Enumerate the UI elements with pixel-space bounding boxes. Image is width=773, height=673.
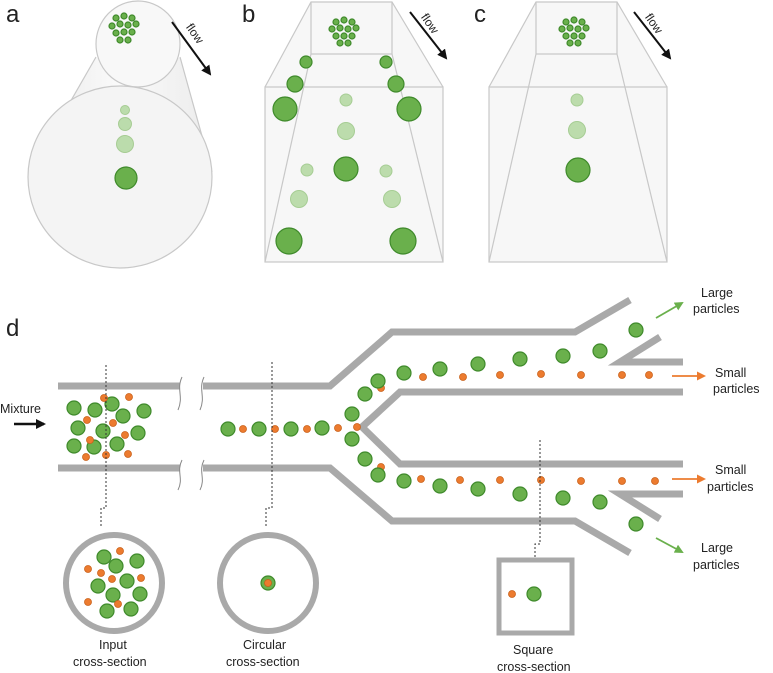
break-mark-left bbox=[177, 376, 183, 491]
panel-c: c flow bbox=[474, 1, 672, 263]
square-cross-section bbox=[496, 557, 575, 636]
panel-letter-d: d bbox=[6, 315, 19, 342]
box-front-face-c bbox=[488, 86, 668, 263]
box-front-face bbox=[264, 86, 444, 263]
circular-leader-line bbox=[265, 362, 273, 528]
particle-cluster-b bbox=[328, 16, 360, 47]
input-cross-section bbox=[63, 532, 165, 634]
circular-cross-section bbox=[217, 532, 319, 634]
outlet-splitter-top bbox=[607, 334, 683, 366]
flow-label-c: flow bbox=[642, 11, 666, 37]
large-particles-bottom-label-2: particles bbox=[693, 558, 740, 572]
panel-letter-c: c bbox=[474, 1, 486, 28]
mixture-label: Mixture bbox=[0, 402, 41, 416]
flow-label-b: flow bbox=[418, 11, 442, 37]
flow-arrow-b bbox=[409, 11, 448, 60]
panel-letter-a: a bbox=[6, 1, 20, 28]
input-mixture-particles bbox=[66, 393, 152, 461]
focused-stream bbox=[220, 406, 361, 447]
upper-branch-stream bbox=[357, 322, 653, 402]
input-cs-label-2: cross-section bbox=[73, 655, 147, 669]
square-cs-label-2: cross-section bbox=[497, 660, 571, 673]
small-particles-bottom-label-1: Small bbox=[715, 463, 746, 477]
box-top-edges bbox=[264, 1, 444, 88]
outlet-splitter-bottom bbox=[607, 490, 683, 522]
flow-arrow-a bbox=[171, 21, 212, 76]
flow-arrow-c bbox=[633, 11, 672, 60]
input-cs-label-1: Input bbox=[99, 638, 127, 652]
square-leader-line bbox=[534, 440, 541, 558]
large-particles-bottom-label-1: Large bbox=[701, 541, 733, 555]
large-particles-top-arrow bbox=[655, 302, 684, 319]
small-particles-top-label-1: Small bbox=[715, 366, 746, 380]
particle-cluster-a bbox=[108, 12, 140, 44]
input-leader-line bbox=[100, 365, 107, 528]
break-mark-right bbox=[199, 376, 205, 491]
large-particles-top-label-2: particles bbox=[693, 302, 740, 316]
panel-d: d Mixture bbox=[0, 286, 760, 673]
square-cs-label-1: Square bbox=[513, 643, 553, 657]
cylinder-far-face bbox=[95, 0, 181, 88]
large-particles-bottom-arrow bbox=[655, 537, 684, 553]
focus-particle-2 bbox=[118, 117, 132, 131]
channel-wall-bottom bbox=[203, 464, 632, 557]
focus-particle-1 bbox=[120, 105, 130, 115]
lower-branch-stream bbox=[357, 451, 659, 532]
panel-letter-b: b bbox=[242, 1, 255, 28]
focus-particle-4 bbox=[114, 166, 138, 190]
circular-cs-label-1: Circular bbox=[243, 638, 286, 652]
small-particles-bottom-label-2: particles bbox=[707, 480, 754, 494]
channel-wall-top bbox=[203, 296, 632, 390]
focus-particle-3 bbox=[116, 135, 134, 153]
particle-cluster-c bbox=[558, 16, 590, 47]
panel-b: b flow bbox=[242, 1, 448, 263]
small-particles-top-label-2: particles bbox=[713, 382, 760, 396]
circular-cs-label-2: cross-section bbox=[226, 655, 300, 669]
panel-a: a flow bbox=[6, 0, 213, 269]
large-particles-top-label-1: Large bbox=[701, 286, 733, 300]
channel-divider bbox=[356, 388, 683, 468]
